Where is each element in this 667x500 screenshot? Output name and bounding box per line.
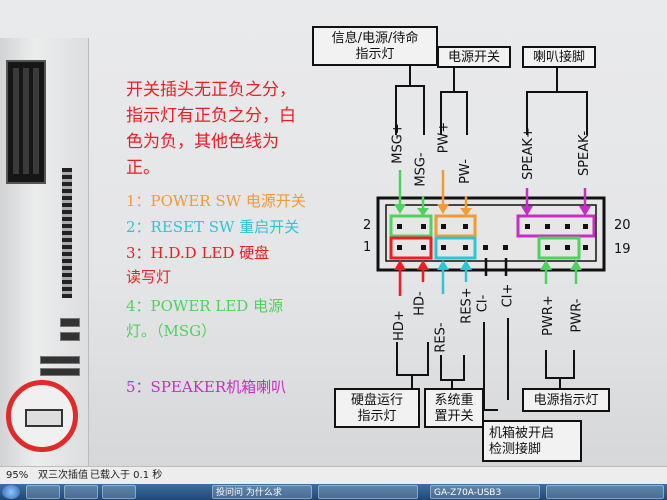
callout-power-led: 电源指示灯 [522, 388, 610, 412]
pin-label-msg-minus: MSG- [413, 152, 429, 187]
pin-label-ci-minus: CI- [475, 294, 491, 313]
usb-port [40, 368, 80, 376]
note-hdd-led-2: 读写灯 [126, 268, 172, 286]
interpolation-mode[interactable]: 双三次插值 [38, 470, 88, 481]
note-power-led: 4：POWER LED 电源 [126, 297, 284, 315]
callout-hdd-led: 硬盘运行 指示灯 [334, 388, 420, 428]
note-line-3: 色为负，其他色线为 [126, 132, 279, 152]
pin-label-msg-plus: MSG+ [390, 123, 406, 164]
callout-msg-led: 信息/电源/待命 指示灯 [312, 26, 438, 66]
callout-power-switch: 电源开关 [437, 46, 511, 68]
pin-label-speak-minus: SPEAK- [577, 130, 593, 177]
taskbar-item-image[interactable]: GA-Z70A-USB3 [430, 485, 540, 499]
callout-speaker: 喇叭接脚 [522, 46, 596, 68]
callout-msg-line2: 指示灯 [355, 47, 395, 62]
pin-label-pwr-minus: PWR- [569, 298, 585, 333]
usb-port [60, 332, 80, 341]
pin-label-res-minus: RES- [433, 322, 449, 353]
taskbar-item-5[interactable] [318, 485, 418, 499]
usb-port [40, 356, 80, 364]
callout-chassis-intrusion: 机箱被开启 检测接脚 [482, 420, 582, 462]
taskbar-item-3[interactable] [102, 485, 136, 499]
port-column [62, 168, 72, 298]
callout-hdd-line2: 指示灯 [357, 409, 397, 424]
case-front-panel [0, 38, 89, 466]
taskbar-item-7[interactable] [546, 485, 664, 499]
pin-label-pw-plus: PW+ [436, 121, 452, 154]
row-number-1: 1 [363, 240, 372, 255]
pin-label-hd-minus: HD- [412, 291, 428, 316]
drive-bay [6, 60, 46, 184]
callout-reset-line2: 置开关 [434, 409, 474, 424]
note-line-1: 开关插头无正负之分， [126, 80, 296, 100]
windows-taskbar: 投问问 为什么求 GA-Z70A-USB3 [0, 484, 667, 500]
start-button[interactable] [2, 485, 20, 499]
viewer-status-bar: 95% 双三次插值 已载入于 0.1 秒 [0, 466, 667, 485]
taskbar-item-1[interactable] [26, 485, 60, 499]
pin-label-hd-plus: HD+ [391, 310, 407, 341]
callout-msg-line1: 信息/电源/待命 [331, 31, 419, 46]
callout-hdd-line1: 硬盘运行 [350, 393, 403, 408]
taskbar-item-2[interactable] [64, 485, 98, 499]
note-line-2: 指示灯有正负之分，白 [126, 106, 296, 126]
callout-chassis-line1: 机箱被开启 [489, 426, 555, 441]
load-time: 已载入于 0.1 秒 [90, 470, 163, 481]
note-power-led-2: 灯。（MSG） [126, 322, 217, 340]
note-speaker: 5：SPEAKER机箱喇叭 [126, 378, 287, 396]
note-hdd-led: 3：H.D.D LED 硬盘 [126, 244, 270, 262]
pin-label-res-plus: RES+ [459, 287, 475, 324]
taskbar-item-browser[interactable]: 投问问 为什么求 [212, 485, 312, 499]
note-power-sw: 1：POWER SW 电源开关 [126, 192, 306, 210]
diagram-canvas: 开关插头无正负之分， 指示灯有正负之分，白 色为负，其他色线为 正。 1：POW… [0, 0, 667, 466]
power-button-ring [6, 380, 78, 452]
note-reset-sw: 2：RESET SW 重启开关 [126, 218, 300, 236]
zoom-level[interactable]: 95% [6, 470, 29, 481]
callout-reset-line1: 系统重 [434, 393, 474, 408]
pin-label-speak-plus: SPEAK+ [520, 127, 536, 180]
pin-label-pw-minus: PW- [457, 159, 473, 184]
pin-label-ci-plus: CI+ [500, 283, 516, 308]
row-number-2: 2 [363, 218, 372, 233]
row-number-19: 19 [614, 242, 631, 257]
row-number-20: 20 [614, 218, 631, 233]
wiring-diagram [376, 66, 606, 411]
usb-port [60, 318, 80, 327]
note-line-4: 正。 [126, 158, 160, 178]
callout-reset-switch: 系统重 置开关 [424, 388, 484, 428]
pin-label-pwr-plus: PWR+ [540, 295, 556, 336]
callout-chassis-line2: 检测接脚 [489, 442, 542, 457]
